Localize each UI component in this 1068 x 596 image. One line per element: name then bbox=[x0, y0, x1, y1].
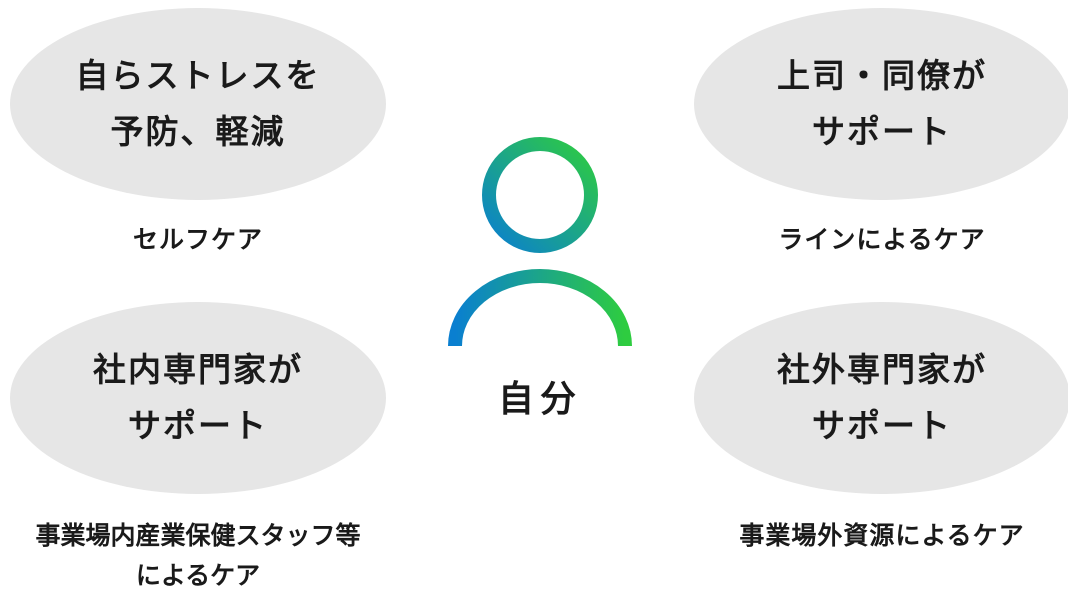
line-care-bubble: 上司・同僚が サポート bbox=[694, 8, 1068, 200]
external-expert-caption: 事業場外資源によるケア bbox=[694, 516, 1068, 556]
self-care-caption: セルフケア bbox=[10, 220, 386, 260]
caption-line: 事業場外資源によるケア bbox=[739, 521, 1025, 550]
caption-line: セルフケア bbox=[132, 225, 263, 254]
bubble-text-line: サポート bbox=[128, 406, 268, 445]
bubble-text-line: サポート bbox=[812, 112, 952, 151]
line-care-caption: ラインによるケア bbox=[694, 220, 1068, 260]
person-icon bbox=[448, 137, 632, 347]
caption-line: 事業場内産業保健スタッフ等 bbox=[35, 521, 361, 550]
bubble-text-line: 上司・同僚が bbox=[777, 56, 987, 95]
person-head bbox=[482, 137, 598, 253]
bubble-text-line: サポート bbox=[812, 406, 952, 445]
self-care-bubble: 自らストレスを 予防、軽減 bbox=[10, 8, 386, 200]
bubble-text-line: 社外専門家が bbox=[777, 350, 987, 389]
center-label-self: 自分 bbox=[497, 379, 582, 420]
bubble-text-line: 社内専門家が bbox=[93, 350, 303, 389]
internal-expert-caption: 事業場内産業保健スタッフ等 によるケア bbox=[0, 516, 396, 596]
external-expert-bubble: 社外専門家が サポート bbox=[694, 302, 1068, 494]
person-body bbox=[448, 269, 632, 347]
bubble-text-line: 自らストレスを bbox=[75, 56, 321, 95]
bubble-text-line: 予防、軽減 bbox=[110, 112, 286, 151]
caption-line: ラインによるケア bbox=[778, 225, 986, 254]
caption-line: によるケア bbox=[135, 561, 261, 590]
internal-expert-bubble: 社内専門家が サポート bbox=[10, 302, 386, 494]
